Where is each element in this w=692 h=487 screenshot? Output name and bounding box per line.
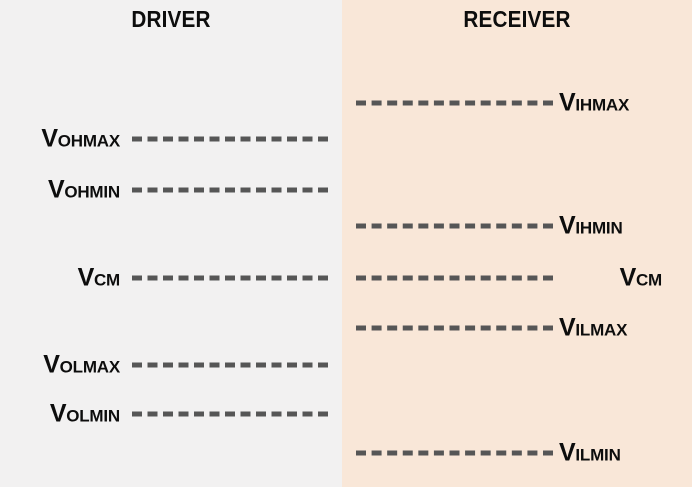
voltage-symbol: V	[559, 313, 576, 342]
dashed-level-line	[132, 136, 328, 142]
dashed-level-line	[356, 275, 553, 281]
dashed-level-line	[132, 411, 328, 417]
voltage-symbol: V	[41, 124, 58, 153]
voltage-symbol: V	[559, 438, 576, 467]
voltage-level-label: VOHMAX	[41, 124, 120, 153]
dashed-level-line	[356, 325, 553, 331]
dashed-level-line	[132, 275, 328, 281]
voltage-level-label: VOLMAX	[43, 350, 121, 379]
receiver-panel-title: RECEIVER	[463, 6, 571, 32]
voltage-level-label: VCM	[619, 263, 663, 292]
voltage-symbol: V	[77, 263, 95, 292]
driver-panel-title: DRIVER	[131, 6, 211, 32]
voltage-subscript: ILMIN	[575, 445, 621, 465]
voltage-subscript: CM	[93, 270, 120, 290]
voltage-subscript: OLMIN	[66, 406, 120, 426]
dashed-level-line	[356, 100, 553, 106]
voltage-subscript: IHMAX	[575, 95, 630, 115]
voltage-subscript: IHMIN	[575, 218, 623, 238]
voltage-level-label: VIHMIN	[559, 211, 623, 240]
voltage-symbol: V	[43, 350, 60, 379]
voltage-symbol: V	[47, 175, 65, 204]
voltage-subscript: ILMAX	[575, 320, 628, 340]
voltage-subscript: CM	[635, 270, 662, 290]
voltage-level-label: VIHMAX	[559, 88, 630, 117]
voltage-subscript: OHMAX	[57, 131, 120, 151]
voltage-symbol: V	[559, 211, 576, 240]
voltage-symbol: V	[619, 263, 637, 292]
dashed-level-line	[132, 362, 328, 368]
voltage-symbol: V	[559, 88, 576, 117]
voltage-symbol: V	[49, 399, 67, 428]
voltage-level-label: VILMIN	[559, 438, 621, 467]
dashed-level-line	[356, 450, 553, 456]
dashed-level-line	[356, 223, 553, 229]
dashed-level-line	[132, 187, 328, 193]
voltage-level-label: VOLMIN	[49, 399, 120, 428]
voltage-level-label: VILMAX	[559, 313, 628, 342]
voltage-subscript: OLMAX	[59, 357, 121, 377]
voltage-level-label: VCM	[77, 263, 121, 292]
voltage-subscript: OHMIN	[64, 182, 120, 202]
voltage-level-label: VOHMIN	[47, 175, 120, 204]
